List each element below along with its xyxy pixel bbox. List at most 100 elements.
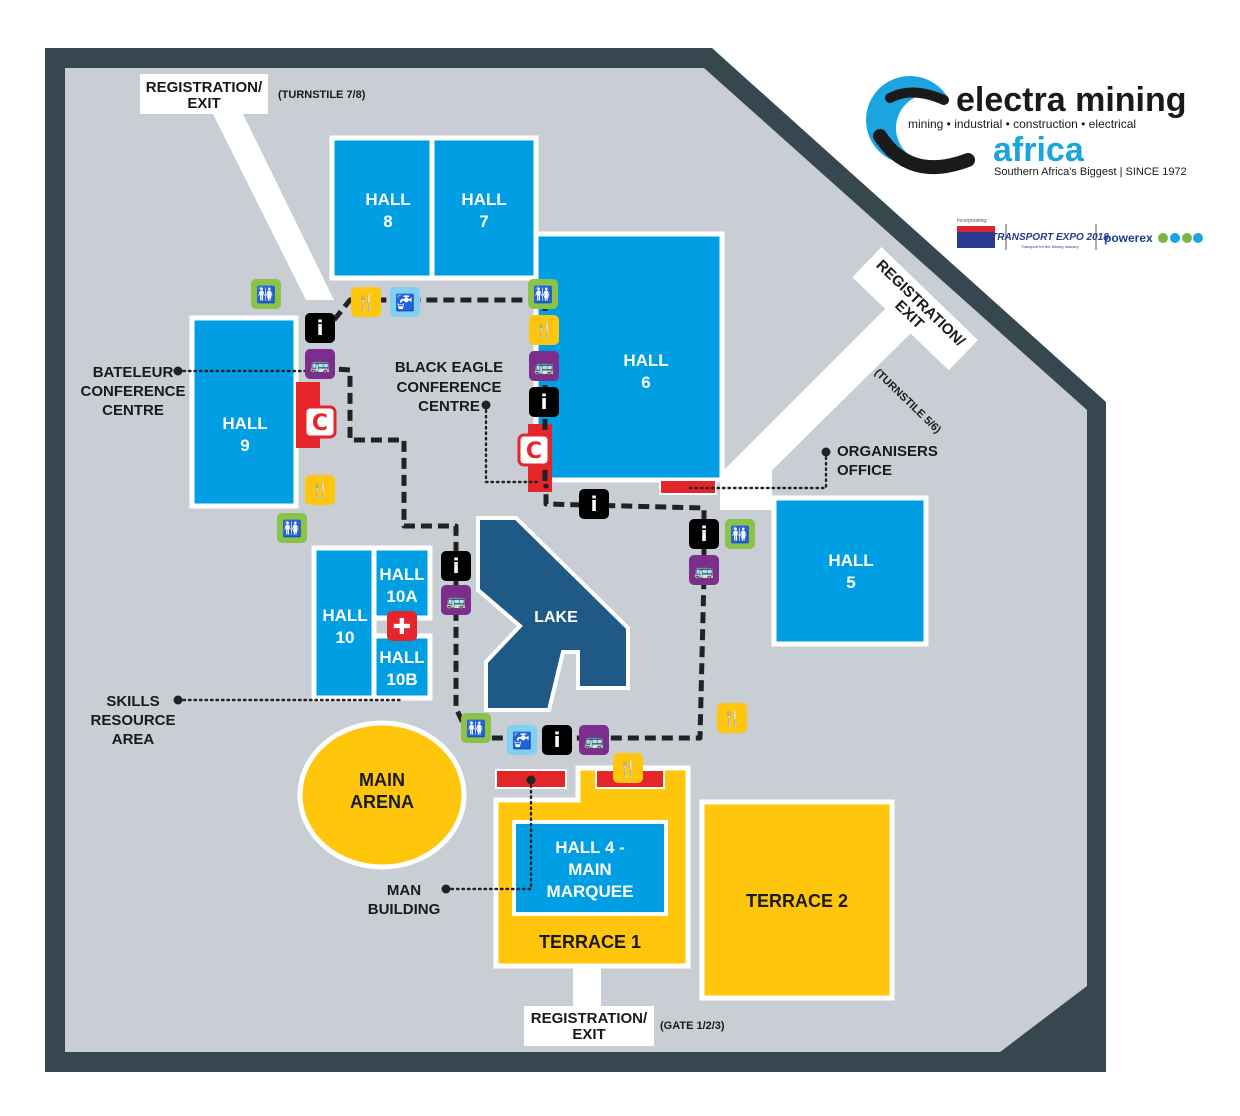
terrace-2[interactable]: TERRACE 2 — [699, 799, 895, 1001]
restaurant-icon: 🍴 — [717, 703, 747, 733]
bateleur-dot — [173, 366, 183, 376]
toilet-icon: 🚻 — [277, 513, 307, 543]
hall-5-label-1: HALL — [828, 551, 873, 570]
logo-tagline: mining • industrial • construction • ele… — [908, 117, 1136, 131]
partner-logos: Incorporating: TRANSPORT EXPO 2018 Trans… — [957, 218, 1203, 250]
svg-text:i: i — [554, 728, 561, 752]
water-point-icon: 🚰 — [507, 725, 537, 755]
powerex-dot-4 — [1193, 233, 1203, 243]
service-icons: 🚻🍴🚰🚻i🚌C🍴🚌iC🍴🚻ii🚻🚌i🚌✚🍴🚻🚰i🚌🍴 — [251, 279, 755, 783]
svg-text:i: i — [541, 390, 548, 414]
organisers-office-building — [659, 479, 717, 495]
lake-label: LAKE — [534, 609, 578, 626]
logo-region: africa — [993, 131, 1085, 169]
svg-text:🚻: 🚻 — [256, 285, 276, 304]
hall-10-label-1: HALL — [322, 606, 367, 625]
entrance-bottom-note: (GATE 1/2/3) — [660, 1020, 725, 1032]
svg-text:i: i — [317, 316, 324, 340]
entrance-bottom-label-2: EXIT — [572, 1026, 605, 1043]
toilet-icon: 🚻 — [725, 519, 755, 549]
hall-10[interactable]: HALL 10 — [311, 545, 377, 701]
svg-text:🚻: 🚻 — [466, 719, 486, 738]
hall-10-label-2: 10 — [336, 628, 355, 647]
info-point-icon: i — [542, 725, 572, 755]
hall-8-label-2: 8 — [383, 212, 392, 231]
bus-stop-icon: 🚌 — [305, 349, 335, 379]
svg-text:🍴: 🍴 — [310, 481, 330, 500]
hall-8[interactable]: HALL 8 — [329, 135, 435, 281]
electra-mining-logo: electra mining mining • industrial • con… — [866, 76, 1187, 178]
powerex-dot-3 — [1182, 233, 1192, 243]
entrance-bottom[interactable]: REGISTRATION/ EXIT (GATE 1/2/3) — [524, 1006, 725, 1046]
main-arena[interactable]: MAIN ARENA — [297, 720, 467, 870]
hall-10b-label-1: HALL — [379, 648, 424, 667]
restaurant-icon: 🍴 — [529, 315, 559, 345]
svg-text:🚻: 🚻 — [730, 525, 750, 544]
man-building-dot — [441, 884, 451, 894]
svg-text:🍴: 🍴 — [534, 321, 554, 340]
powerex-dot-1 — [1158, 233, 1168, 243]
svg-text:🚌: 🚌 — [584, 731, 604, 750]
svg-text:🚌: 🚌 — [694, 561, 714, 580]
conference-centre-icon: C — [517, 433, 551, 467]
road-right — [724, 306, 914, 490]
bus-stop-icon: 🚌 — [689, 555, 719, 585]
hall-10a[interactable]: HALL 10A — [371, 545, 433, 621]
hall-6-label-2: 6 — [641, 373, 650, 392]
hall-10b[interactable]: HALL 10B — [371, 633, 433, 701]
svg-text:i: i — [591, 492, 598, 516]
main-arena-label-2: ARENA — [350, 792, 414, 812]
hall-9[interactable]: HALL 9 — [189, 315, 299, 509]
entrance-top-left[interactable]: REGISTRATION/ EXIT (TURNSTILE 7/8) — [140, 74, 366, 114]
organisers-label-1: ORGANISERS — [837, 443, 938, 460]
black-eagle-label-1: BLACK EAGLE — [395, 359, 503, 376]
hall-4-main-marquee[interactable]: HALL 4 - MAIN MARQUEE — [512, 820, 668, 916]
black-eagle-label-2: CONFERENCE — [396, 379, 501, 396]
man-building-end-dot — [526, 775, 536, 785]
first-aid-icon: ✚ — [387, 611, 417, 641]
hall-6[interactable]: HALL 6 — [533, 231, 725, 483]
svg-text:C: C — [312, 411, 328, 436]
svg-text:🍴: 🍴 — [618, 759, 638, 778]
incorporating-label: Incorporating: — [957, 218, 988, 224]
info-point-icon: i — [529, 387, 559, 417]
main-arena-label-1: MAIN — [359, 770, 405, 790]
info-point-icon: i — [689, 519, 719, 549]
restaurant-icon: 🍴 — [351, 287, 381, 317]
terrace-2-label: TERRACE 2 — [746, 891, 848, 911]
skills-callout: SKILLS RESOURCE AREA — [90, 693, 175, 748]
logo-slogan: Southern Africa's Biggest | SINCE 1972 — [994, 166, 1187, 178]
svg-text:🚌: 🚌 — [446, 591, 466, 610]
hall-4-label-3: MARQUEE — [547, 882, 634, 901]
hall-7[interactable]: HALL 7 — [429, 135, 539, 281]
hall-10a-label-1: HALL — [379, 565, 424, 584]
hall-4-label-2: MAIN — [568, 860, 611, 879]
transport-expo-sub: Transport for the Mining Industry — [1021, 244, 1079, 249]
toilet-icon: 🚻 — [251, 279, 281, 309]
road-top-left — [212, 112, 334, 300]
black-eagle-dot — [481, 400, 491, 410]
toilet-icon: 🚻 — [528, 279, 558, 309]
info-point-icon: i — [305, 313, 335, 343]
svg-text:🚰: 🚰 — [512, 731, 532, 750]
svg-text:🍴: 🍴 — [722, 709, 742, 728]
info-point-icon: i — [579, 489, 609, 519]
skills-label-3: AREA — [112, 731, 155, 748]
svg-text:i: i — [453, 554, 460, 578]
lake: LAKE — [476, 516, 630, 712]
hall-5-label-2: 5 — [846, 573, 855, 592]
hall-5[interactable]: HALL 5 — [771, 495, 929, 647]
bus-stop-icon: 🚌 — [579, 725, 609, 755]
water-point-icon: 🚰 — [390, 287, 420, 317]
black-eagle-callout: BLACK EAGLE CONFERENCE CENTRE — [395, 359, 503, 415]
skills-label-1: SKILLS — [106, 693, 159, 710]
hall-9-label-1: HALL — [222, 414, 267, 433]
man-building-label-2: BUILDING — [368, 901, 441, 918]
svg-text:🚌: 🚌 — [534, 357, 554, 376]
svg-text:C: C — [526, 439, 542, 464]
toilet-icon: 🚻 — [461, 713, 491, 743]
svg-text:🚻: 🚻 — [282, 519, 302, 538]
conference-centre-icon: C — [303, 405, 337, 439]
logo-brand: electra mining — [956, 81, 1187, 119]
